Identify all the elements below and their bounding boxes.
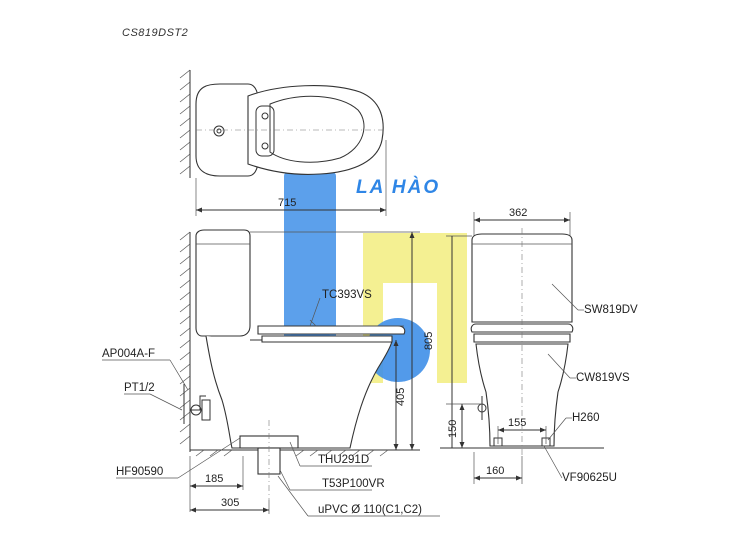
part-flange: THU291D: [318, 454, 369, 466]
side-view-tank: [195, 229, 251, 337]
part-bowl: CW819VS: [576, 372, 630, 384]
front-view-bowl: [475, 343, 569, 447]
part-angle-valve: AP004A-F: [102, 348, 155, 360]
dim-front-width: 362: [509, 207, 527, 219]
watermark-blue-bar: [284, 172, 336, 370]
dim-outlet-center: 185: [205, 473, 223, 485]
angle-valve-icon: [190, 404, 202, 416]
watermark-yellow-bridge: [383, 233, 437, 283]
part-hose: H260: [572, 412, 600, 424]
top-view-bowl-rim: [269, 95, 365, 163]
part-tank: SW819DV: [584, 304, 638, 316]
part-supply: PT1/2: [124, 382, 155, 394]
side-view-bowl: [205, 335, 393, 449]
top-view: 715: [179, 69, 387, 216]
dim-bolt-spacing: 155: [508, 417, 526, 429]
dim-seat-height: 405: [395, 388, 407, 406]
dim-front-base: 160: [486, 465, 504, 477]
front-view: 362 150 155 160: [440, 207, 638, 484]
dim-inlet-height: 150: [447, 420, 459, 438]
front-view-tank: [471, 233, 573, 323]
model-code: CS819DST2: [122, 27, 188, 39]
dim-height-total: 805: [423, 332, 435, 350]
side-view: 405 805 185 305 TC: [102, 229, 440, 517]
part-bolt-set: HF90590: [116, 466, 163, 478]
part-fix-kit: VF90625U: [562, 472, 617, 484]
part-outlet: T53P100VR: [322, 478, 385, 490]
seat-hinge: [255, 105, 275, 157]
dim-wall-to-outlet: 305: [221, 497, 239, 509]
side-view-seat: [257, 325, 406, 335]
flush-button-icon: [213, 125, 225, 137]
part-pipe: uPVC Ø 110(C1,C2): [318, 504, 422, 516]
part-seat: TC393VS: [322, 289, 372, 301]
watermark-text: LA HÀO: [356, 176, 440, 198]
dim-top-length: 715: [278, 197, 296, 209]
